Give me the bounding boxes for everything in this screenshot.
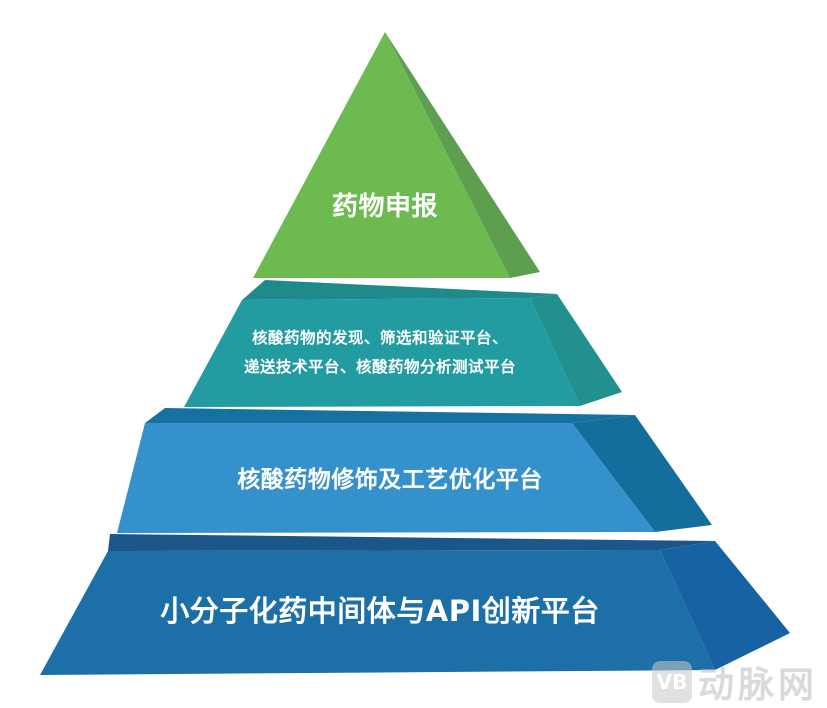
vb-logo-icon: VB [652,661,692,703]
watermark-text: 动脉网 [698,665,819,706]
tier-2-shape [184,280,622,407]
tier-1-shape [253,32,540,278]
tier-4-shape [40,534,790,675]
watermark: VB 动脉网 [652,656,818,708]
tier-2-label: 核酸药物的发现、筛选和验证平台、 递送技术平台、核酸药物分析测试平台 [200,324,560,382]
tier-2-label-line2: 递送技术平台、核酸药物分析测试平台 [243,358,516,376]
tier-2-label-line1: 核酸药物的发现、筛选和验证平台、 [251,329,508,347]
tier-3-shape [117,408,712,533]
tier-1-label: 药物申报 [331,192,438,222]
tier-3-label: 核酸药物修饰及工艺优化平台 [237,467,543,493]
tier-4-label: 小分子化药中间体与API创新平台 [160,594,600,628]
